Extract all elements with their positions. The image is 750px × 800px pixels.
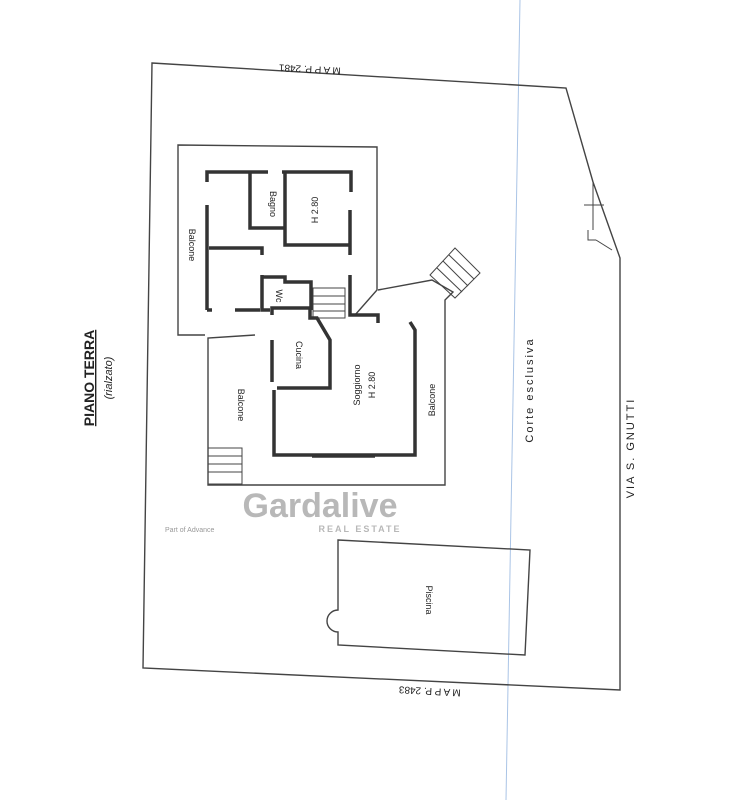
stairs-right (429, 247, 481, 299)
watermark-tagline: REAL ESTATE (318, 524, 401, 534)
boundary-marker-diagonal (595, 239, 613, 251)
room-label-bedroom-height: H 2.80 (310, 197, 320, 224)
upper-balcony-outline (177, 144, 378, 336)
room-label-balcone-right: Balcone (427, 384, 437, 417)
boundary-bottom-label: M A P P. 2483 (398, 683, 461, 697)
terrace-outline (207, 279, 455, 486)
watermark: Gardalive REAL ESTATE Part of Advance (165, 487, 401, 534)
pool-outline (326, 539, 531, 656)
plan-title: PIANO TERRA (81, 330, 97, 426)
watermark-note: Part of Advance (165, 527, 215, 534)
street-label: VIA S. GNUTTI (625, 398, 637, 499)
room-label-cucina: Cucina (294, 341, 304, 369)
courtyard-label: Corte esclusiva (524, 337, 536, 442)
watermark-brand: Gardalive (243, 487, 398, 525)
room-label-balcone-upper: Balcone (187, 229, 197, 262)
lot-boundary (142, 62, 621, 691)
walls (205, 170, 417, 458)
room-label-living-height: H 2.80 (367, 372, 377, 399)
room-label-wc: Wc (274, 290, 284, 303)
pool-label: Piscina (424, 585, 434, 614)
room-label-soggiorno: Soggiorno (352, 364, 362, 405)
boundary-marker-corner (587, 230, 596, 241)
scan-line (505, 0, 521, 800)
stairs-left (207, 447, 243, 485)
plan-subtitle: (rialzato) (103, 356, 115, 399)
interior-stairs (312, 287, 346, 319)
room-label-balcone-lower: Balcone (236, 389, 246, 422)
boundary-top-label: M A P P. 2481 (278, 61, 341, 75)
room-label-bagno: Bagno (268, 191, 278, 217)
